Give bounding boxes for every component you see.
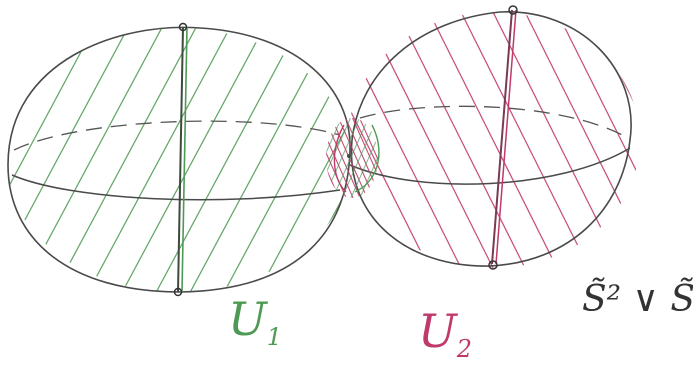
magenta-hatch-stroke <box>620 10 693 270</box>
green-hatch-stroke <box>84 20 234 300</box>
label-u2-letter: U <box>418 304 457 358</box>
green-hatch-stroke <box>322 20 472 300</box>
right-equator-back <box>360 106 628 138</box>
overlap-hatch-stroke <box>350 110 390 200</box>
label-wedge-sum: S̃² ∨ S̃² <box>582 282 693 318</box>
right-sphere <box>300 6 693 270</box>
magenta-hatch-stroke <box>364 10 494 270</box>
wedge-point <box>347 154 351 158</box>
green-hatch-stroke <box>186 20 336 300</box>
green-hatch-stroke <box>118 20 268 300</box>
overlap-hatch-stroke <box>296 110 336 200</box>
green-hatch-stroke <box>50 20 200 300</box>
right-axis <box>492 10 512 264</box>
label-u1-sub: 1 <box>267 323 282 351</box>
magenta-hatch-stroke <box>492 10 622 270</box>
green-hatch-stroke <box>0 20 132 300</box>
label-u2: U2 <box>418 308 472 361</box>
green-hatch-stroke <box>0 20 30 300</box>
label-u1: U1 <box>228 296 282 349</box>
label-u1-letter: U <box>228 292 267 346</box>
magenta-hatch-stroke <box>524 10 654 270</box>
label-u2-sub: 2 <box>457 335 472 363</box>
green-hatch-stroke <box>220 20 370 300</box>
overlap-hatch-stroke <box>332 110 372 200</box>
green-hatch-stroke <box>0 20 98 300</box>
overlap-hatch-stroke <box>305 110 345 200</box>
overlap-hatch-stroke <box>377 110 417 200</box>
right-equator-front <box>350 148 630 184</box>
magenta-hatch-stroke <box>460 10 590 270</box>
overlap-hatch-stroke <box>287 110 327 200</box>
green-hatch-stroke <box>16 20 166 300</box>
magenta-hatch-stroke <box>428 10 558 270</box>
magenta-hatch-stroke <box>300 10 430 270</box>
magenta-hatch-stroke <box>556 10 686 270</box>
overlap-hatch-stroke <box>391 110 431 200</box>
green-hatch-stroke <box>288 20 438 300</box>
right-axis-magenta <box>496 10 516 264</box>
left-equator-front <box>12 175 340 200</box>
green-hatch-stroke <box>152 20 302 300</box>
magenta-hatch-stroke <box>588 10 693 270</box>
